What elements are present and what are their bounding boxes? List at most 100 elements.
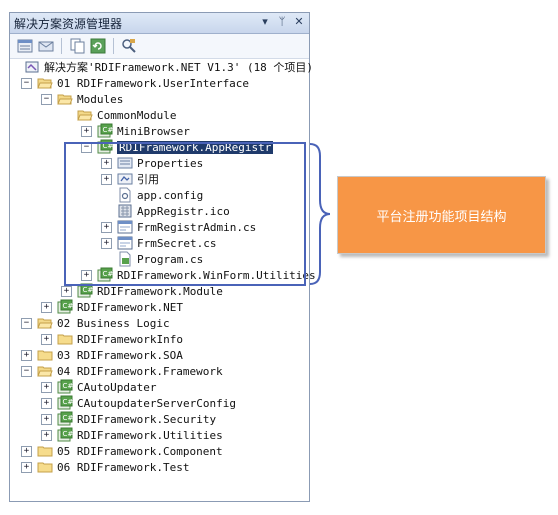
folder-open-icon: [37, 315, 53, 331]
expand-toggle[interactable]: +: [21, 350, 32, 361]
expand-toggle[interactable]: +: [41, 430, 52, 441]
tree-item-label: 04 RDIFramework.Framework: [57, 364, 223, 378]
tree-item[interactable]: 05 RDIFramework.Component: [37, 443, 223, 459]
tree-item-label: 06 RDIFramework.Test: [57, 460, 190, 474]
class-view-icon[interactable]: [120, 37, 138, 55]
tree-item[interactable]: 02 Business Logic: [37, 315, 170, 331]
tree-item-label: MiniBrowser: [117, 124, 190, 138]
svg-text:C#: C#: [103, 270, 114, 278]
tree-item-label: CAutoUpdater: [77, 380, 157, 394]
expand-toggle[interactable]: +: [101, 222, 112, 233]
form-file-icon: [117, 235, 133, 251]
expand-toggle[interactable]: +: [101, 174, 112, 185]
expand-toggle[interactable]: +: [41, 414, 52, 425]
tree-item-label: Program.cs: [137, 252, 204, 266]
tree-item[interactable]: FrmRegistrAdmin.cs: [117, 219, 256, 235]
tree-item[interactable]: Properties: [117, 155, 203, 171]
expand-toggle[interactable]: +: [21, 446, 32, 457]
toolbar-separator: [61, 38, 62, 54]
tree-item-label: app.config: [137, 188, 204, 202]
expand-toggle[interactable]: +: [81, 270, 92, 281]
svg-text:C#: C#: [63, 398, 74, 406]
properties-icon[interactable]: [16, 37, 34, 55]
csharp-project-icon: C#: [57, 395, 73, 411]
tree-item[interactable]: C#RDIFramework.Security: [57, 411, 216, 427]
close-icon[interactable]: ✕: [294, 15, 304, 28]
tree-item[interactable]: AppRegistr.ico: [117, 203, 230, 219]
tree-item-label: RDIFramework.AppRegistr: [117, 140, 274, 154]
tree-item-label: FrmRegistrAdmin.cs: [137, 220, 257, 234]
expand-toggle[interactable]: +: [41, 302, 52, 313]
tree-item[interactable]: C#RDIFramework.WinForm.Utilities: [97, 267, 316, 283]
svg-text:C#: C#: [63, 382, 74, 390]
tree-item[interactable]: CommonModule: [77, 107, 176, 123]
collapse-toggle[interactable]: −: [41, 94, 52, 105]
tree-item[interactable]: C#CAutoupdaterServerConfig: [57, 395, 236, 411]
tree-item-label: 05 RDIFramework.Component: [57, 444, 223, 458]
svg-text:C#: C#: [63, 302, 74, 310]
tree-item[interactable]: Program.cs: [117, 251, 203, 267]
collapse-toggle[interactable]: −: [81, 142, 92, 153]
folder-open-icon: [77, 107, 93, 123]
expand-toggle[interactable]: +: [101, 238, 112, 249]
collapse-toggle[interactable]: −: [21, 366, 32, 377]
tree-item[interactable]: 06 RDIFramework.Test: [37, 459, 189, 475]
folder-icon: [37, 459, 53, 475]
callout-text: 平台注册功能项目结构: [376, 209, 507, 225]
csharp-project-icon: C#: [97, 139, 113, 155]
expand-toggle[interactable]: +: [101, 158, 112, 169]
svg-text:C#: C#: [63, 414, 74, 422]
expand-toggle[interactable]: +: [41, 398, 52, 409]
folder-icon: [37, 443, 53, 459]
tree-item-label: RDIFramework.Utilities: [77, 428, 223, 442]
csharp-project-icon: C#: [77, 283, 93, 299]
svg-text:C#: C#: [63, 430, 74, 438]
tree-item[interactable]: C#RDIFramework.Module: [77, 283, 223, 299]
tree-item[interactable]: RDIFrameworkInfo: [57, 331, 183, 347]
tree-item[interactable]: FrmSecret.cs: [117, 235, 216, 251]
tree-item-label: 解决方案'RDIFramework.NET V1.3' (18 个项目): [44, 61, 314, 74]
expand-toggle[interactable]: +: [81, 126, 92, 137]
tree-item[interactable]: 引用: [117, 171, 159, 187]
tree-item[interactable]: 04 RDIFramework.Framework: [37, 363, 223, 379]
tree-item[interactable]: 解决方案'RDIFramework.NET V1.3' (18 个项目): [24, 59, 313, 75]
cs-file-icon: [117, 251, 133, 267]
collapse-toggle[interactable]: −: [21, 78, 32, 89]
tree-item-label: RDIFramework.Module: [97, 284, 223, 298]
folder-open-icon: [57, 91, 73, 107]
tree-item[interactable]: C#RDIFramework.Utilities: [57, 427, 223, 443]
tree-item-label: Modules: [77, 92, 124, 106]
tree-item-label: 03 RDIFramework.SOA: [57, 348, 183, 362]
tree-item[interactable]: app.config: [117, 187, 203, 203]
collapse-toggle[interactable]: −: [21, 318, 32, 329]
tree-item[interactable]: Modules: [57, 91, 123, 107]
folder-open-icon: [37, 75, 53, 91]
pin-icon[interactable]: ᛘ: [278, 15, 286, 28]
tree-item[interactable]: C# RDIFramework.AppRegistr: [97, 139, 274, 155]
tree-item-label: CAutoupdaterServerConfig: [77, 396, 236, 410]
panel-titlebar: 解决方案资源管理器 ▾ ᛘ ✕: [10, 13, 309, 34]
svg-text:C#: C#: [103, 126, 114, 134]
svg-text:C#: C#: [83, 286, 94, 294]
copy-icon[interactable]: [68, 37, 86, 55]
folder-icon: [57, 331, 73, 347]
tree-item-label: RDIFrameworkInfo: [77, 332, 183, 346]
brace-connector: [309, 143, 331, 285]
expand-toggle[interactable]: +: [41, 334, 52, 345]
dropdown-icon[interactable]: ▾: [262, 15, 268, 28]
folder-open-icon: [37, 363, 53, 379]
tree-item[interactable]: C#RDIFramework.NET: [57, 299, 183, 315]
tree-item[interactable]: 01 RDIFramework.UserInterface: [37, 75, 249, 91]
expand-toggle[interactable]: +: [61, 286, 72, 297]
refresh-icon[interactable]: [89, 37, 107, 55]
csharp-project-icon: C#: [57, 379, 73, 395]
csharp-project-icon: C#: [57, 299, 73, 315]
tree-item[interactable]: C#MiniBrowser: [97, 123, 190, 139]
form-file-icon: [117, 219, 133, 235]
expand-toggle[interactable]: +: [41, 382, 52, 393]
expand-toggle[interactable]: +: [21, 462, 32, 473]
tree-item[interactable]: C#CAutoUpdater: [57, 379, 156, 395]
show-all-files-icon[interactable]: [37, 37, 55, 55]
config-file-icon: [117, 187, 133, 203]
tree-item[interactable]: 03 RDIFramework.SOA: [37, 347, 183, 363]
